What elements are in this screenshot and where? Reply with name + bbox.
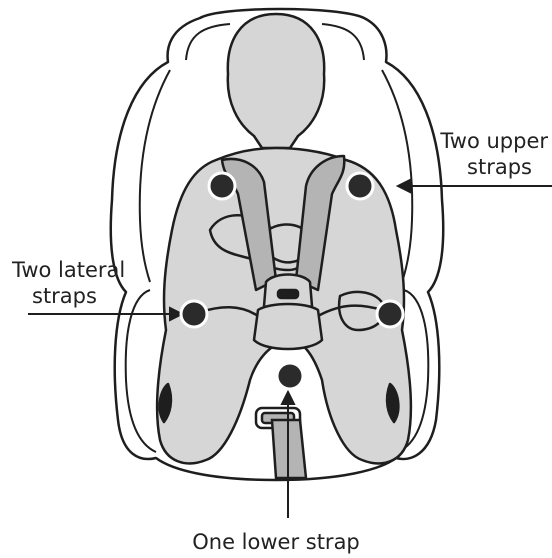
lateral-right-strap-point [377, 301, 403, 327]
upper-straps-label-line1: Two upper [440, 128, 548, 154]
lateral-straps-label-line1: Two lateral [12, 257, 125, 283]
lateral-left-strap-point [181, 301, 207, 327]
chest-clip-slot [278, 290, 298, 298]
upper-straps-label-line2: straps [467, 154, 532, 180]
upper-left-strap-point [209, 173, 235, 199]
lower-strap-point [277, 363, 303, 389]
lateral-straps-label-line2: straps [32, 283, 97, 309]
upper-right-strap-point [347, 173, 373, 199]
lower-strap-label: One lower strap [0, 529, 552, 555]
buckle [254, 304, 322, 349]
